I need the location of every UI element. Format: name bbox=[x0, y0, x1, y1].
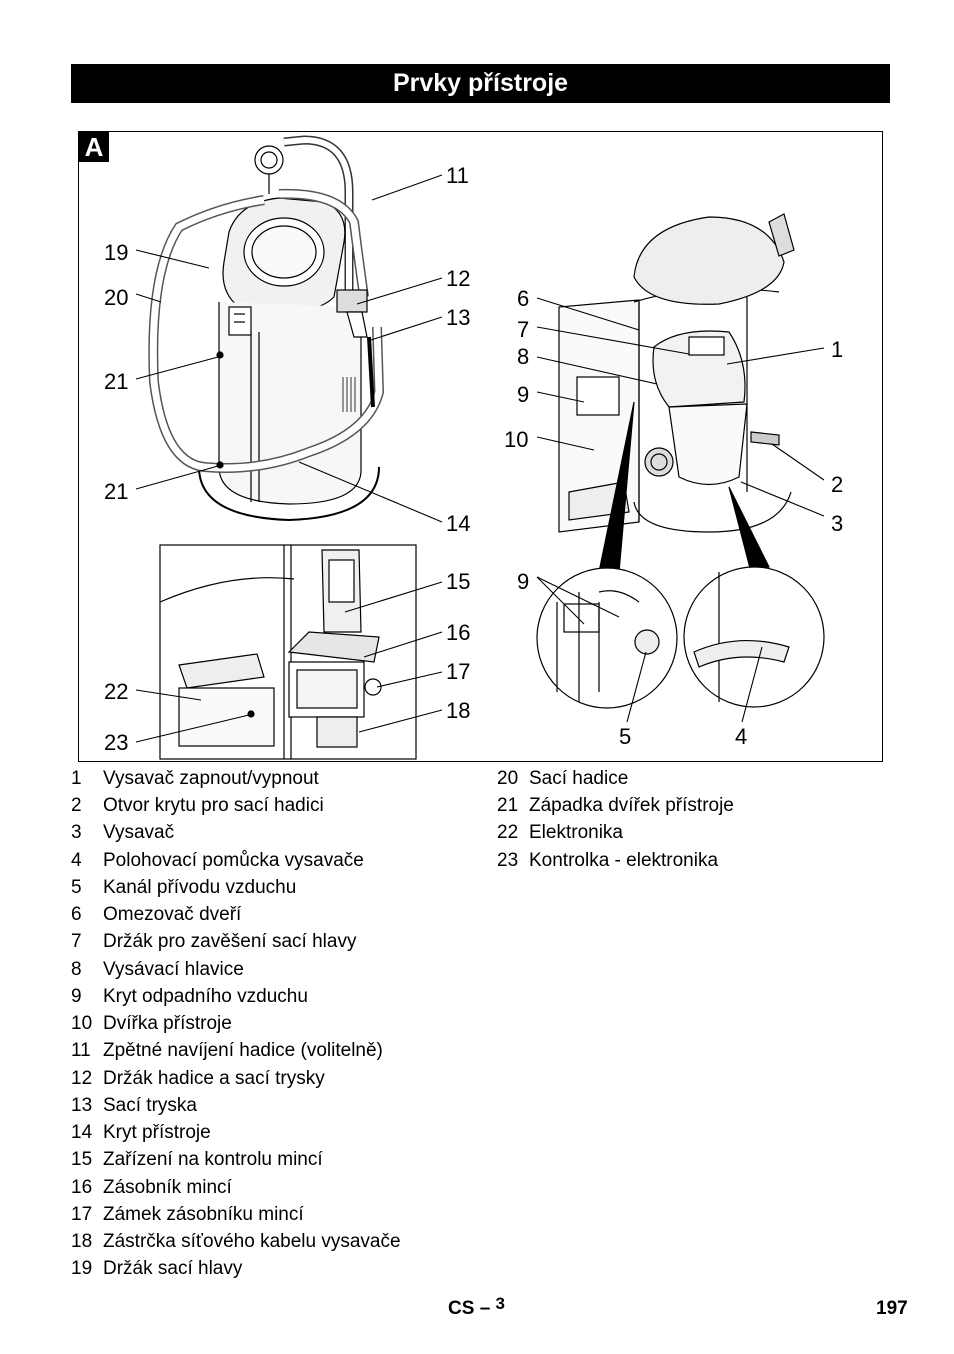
page-title: Prvky přístroje bbox=[71, 64, 890, 103]
legend-label: Elektronika bbox=[529, 822, 623, 843]
legend-number: 14 bbox=[71, 1122, 93, 1143]
legend-number: 3 bbox=[71, 822, 82, 843]
footer-code-text: CS bbox=[448, 1298, 475, 1319]
legend-number: 10 bbox=[71, 1013, 93, 1034]
callout-4: 4 bbox=[735, 724, 748, 749]
legend-number: 5 bbox=[71, 877, 82, 898]
footer-section-code: CS – 3 bbox=[448, 1294, 505, 1320]
figure-badge: A bbox=[79, 132, 109, 162]
footer-dash: – bbox=[479, 1298, 491, 1319]
callout-21-upper: 21 bbox=[104, 369, 129, 394]
legend-label: Otvor krytu pro sací hadici bbox=[103, 795, 324, 816]
legend-number: 8 bbox=[71, 959, 82, 980]
legend-label: Držák sací hlavy bbox=[103, 1258, 243, 1279]
legend-number: 21 bbox=[497, 795, 519, 816]
callout-12: 12 bbox=[446, 266, 471, 291]
legend-number: 19 bbox=[71, 1258, 93, 1279]
callout-9-inset: 9 bbox=[517, 569, 530, 594]
legend-label: Zástrčka síťového kabelu vysavače bbox=[103, 1231, 401, 1252]
callout-15: 15 bbox=[446, 569, 471, 594]
legend-label: Vysávací hlavice bbox=[103, 959, 244, 980]
callout-10: 10 bbox=[504, 427, 529, 452]
callout-6: 6 bbox=[517, 286, 530, 311]
legend-label: Dvířka přístroje bbox=[103, 1013, 232, 1034]
legend-label: Omezovač dveří bbox=[103, 904, 242, 925]
callout-14: 14 bbox=[446, 511, 471, 536]
legend-label: Kontrolka - elektronika bbox=[529, 850, 719, 871]
callout-23: 23 bbox=[104, 730, 129, 755]
legend-label: Polohovací pomůcka vysavače bbox=[103, 850, 364, 871]
callout-7: 7 bbox=[517, 317, 530, 342]
legend-label: Zařízení na kontrolu mincí bbox=[103, 1149, 323, 1170]
page-number: 197 bbox=[876, 1298, 908, 1319]
legend-number: 18 bbox=[71, 1231, 93, 1252]
callout-3: 3 bbox=[831, 511, 844, 536]
legend-number: 11 bbox=[71, 1040, 91, 1061]
callout-13: 13 bbox=[446, 305, 471, 330]
legend-label: Kryt odpadního vzduchu bbox=[103, 986, 308, 1007]
legend-number: 17 bbox=[71, 1204, 93, 1225]
legend-number: 1 bbox=[71, 768, 82, 789]
device-diagram: A bbox=[78, 131, 883, 762]
legend-left: 1 Vysavač zapnout/vypnout 2 Otvor krytu pr… bbox=[71, 767, 471, 1283]
callout-2: 2 bbox=[831, 472, 844, 497]
legend-number: 13 bbox=[71, 1095, 93, 1116]
callout-5: 5 bbox=[619, 724, 632, 749]
legend-label: Kanál přívodu vzduchu bbox=[103, 877, 297, 898]
legend-number: 2 bbox=[71, 795, 82, 816]
callout-21-lower: 21 bbox=[104, 479, 129, 504]
legend-label: Zpětné navíjení hadice (volitelně) bbox=[103, 1040, 383, 1061]
legend-right: 20 Sací hadice 21 Západka dvířek přístroje… bbox=[497, 767, 897, 877]
legend-label: Západka dvířek přístroje bbox=[529, 795, 734, 816]
legend-number: 4 bbox=[71, 850, 82, 871]
callout-17: 17 bbox=[446, 659, 471, 684]
legend-number: 20 bbox=[497, 768, 519, 789]
callout-11: 11 bbox=[446, 163, 469, 188]
legend-number: 7 bbox=[71, 931, 82, 952]
callout-8: 8 bbox=[517, 344, 530, 369]
legend-number: 9 bbox=[71, 986, 82, 1007]
legend-number: 23 bbox=[497, 850, 519, 871]
callout-22: 22 bbox=[104, 679, 129, 704]
callout-18: 18 bbox=[446, 698, 471, 723]
legend-label: Sací tryska bbox=[103, 1095, 197, 1116]
legend-label: Držák hadice a sací trysky bbox=[103, 1068, 325, 1089]
callout-16: 16 bbox=[446, 620, 471, 645]
legend-number: 22 bbox=[497, 822, 519, 843]
legend-label: Držák pro zavěšení sací hlavy bbox=[103, 931, 357, 952]
callout-9: 9 bbox=[517, 382, 530, 407]
legend-number: 12 bbox=[71, 1068, 93, 1089]
legend-label: Zásobník mincí bbox=[103, 1177, 232, 1198]
legend-number: 16 bbox=[71, 1177, 93, 1198]
legend-label: Vysavač bbox=[103, 822, 175, 843]
legend-number: 6 bbox=[71, 904, 82, 925]
legend-label: Vysavač zapnout/vypnout bbox=[103, 768, 319, 789]
legend-label: Kryt přístroje bbox=[103, 1122, 211, 1143]
callout-20: 20 bbox=[104, 285, 129, 310]
footer-sub: 3 bbox=[495, 1294, 506, 1313]
legend-number: 15 bbox=[71, 1149, 93, 1170]
callout-1: 1 bbox=[831, 337, 844, 362]
legend-label: Zámek zásobníku mincí bbox=[103, 1204, 304, 1225]
callout-19: 19 bbox=[104, 240, 129, 265]
legend-label: Sací hadice bbox=[529, 768, 629, 789]
device-illustration bbox=[135, 135, 825, 760]
